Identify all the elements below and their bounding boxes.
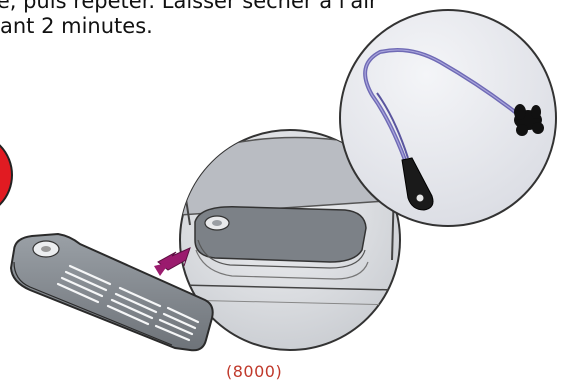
brush-zoom-callout bbox=[340, 10, 556, 226]
figure-caption: (8000) bbox=[226, 362, 282, 381]
warning-badge bbox=[0, 133, 12, 217]
